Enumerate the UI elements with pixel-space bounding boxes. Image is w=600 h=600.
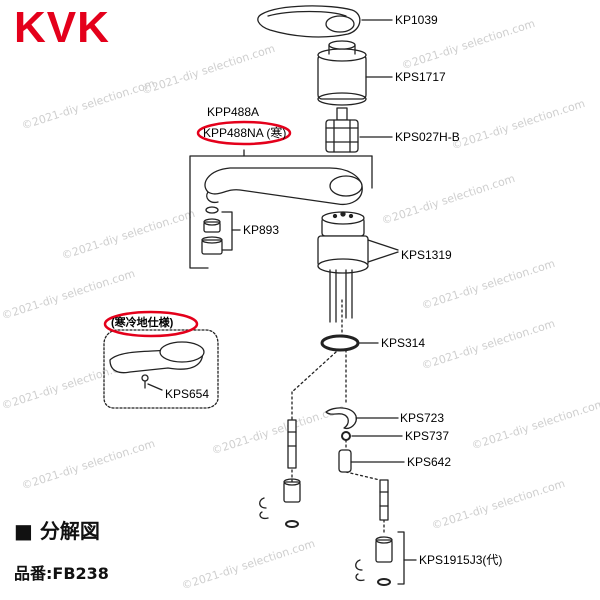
label-kps723: KPS723 [400, 411, 445, 425]
cartridge-part [325, 107, 359, 153]
label-kp893: KP893 [243, 223, 280, 237]
clip-part [325, 407, 357, 430]
highlight-cold-spec [103, 310, 199, 338]
left-hose-part [259, 419, 301, 528]
highlight-kpp488na [196, 120, 292, 146]
label-kps027hb: KPS027H-B [395, 130, 460, 144]
label-kps654: KPS654 [165, 387, 210, 401]
cap-part [317, 40, 367, 106]
kvk-logo: KVK [14, 3, 110, 52]
label-cold-spec: (寒冷地仕様) [111, 317, 174, 329]
cold-spec-box [103, 329, 219, 409]
label-kps1915j3: KPS1915J3(代) [419, 553, 503, 567]
aerator-part [201, 206, 223, 255]
label-kpp488a: KPP488A [207, 105, 260, 119]
label-kps314: KPS314 [381, 336, 426, 350]
label-kps642: KPS642 [407, 455, 452, 469]
right-hose-part [355, 479, 393, 586]
oring-part [320, 334, 360, 352]
cold-spout-part [109, 341, 205, 389]
label-kpp488na: KPP488NA (寒) [203, 126, 287, 140]
spout-part [204, 167, 363, 206]
label-kps1717: KPS1717 [395, 70, 446, 84]
label-kps737: KPS737 [405, 429, 450, 443]
faucet-body-part [317, 211, 369, 323]
label-kps1319: KPS1319 [401, 248, 452, 262]
product-number: 品番:FB238 [14, 564, 109, 583]
exploded-view-title: ■ 分解図 [14, 519, 100, 543]
tube-part [338, 449, 352, 473]
label-kp1039: KP1039 [395, 13, 438, 27]
lever-handle-part [257, 5, 361, 38]
small-ring-part [341, 431, 351, 441]
